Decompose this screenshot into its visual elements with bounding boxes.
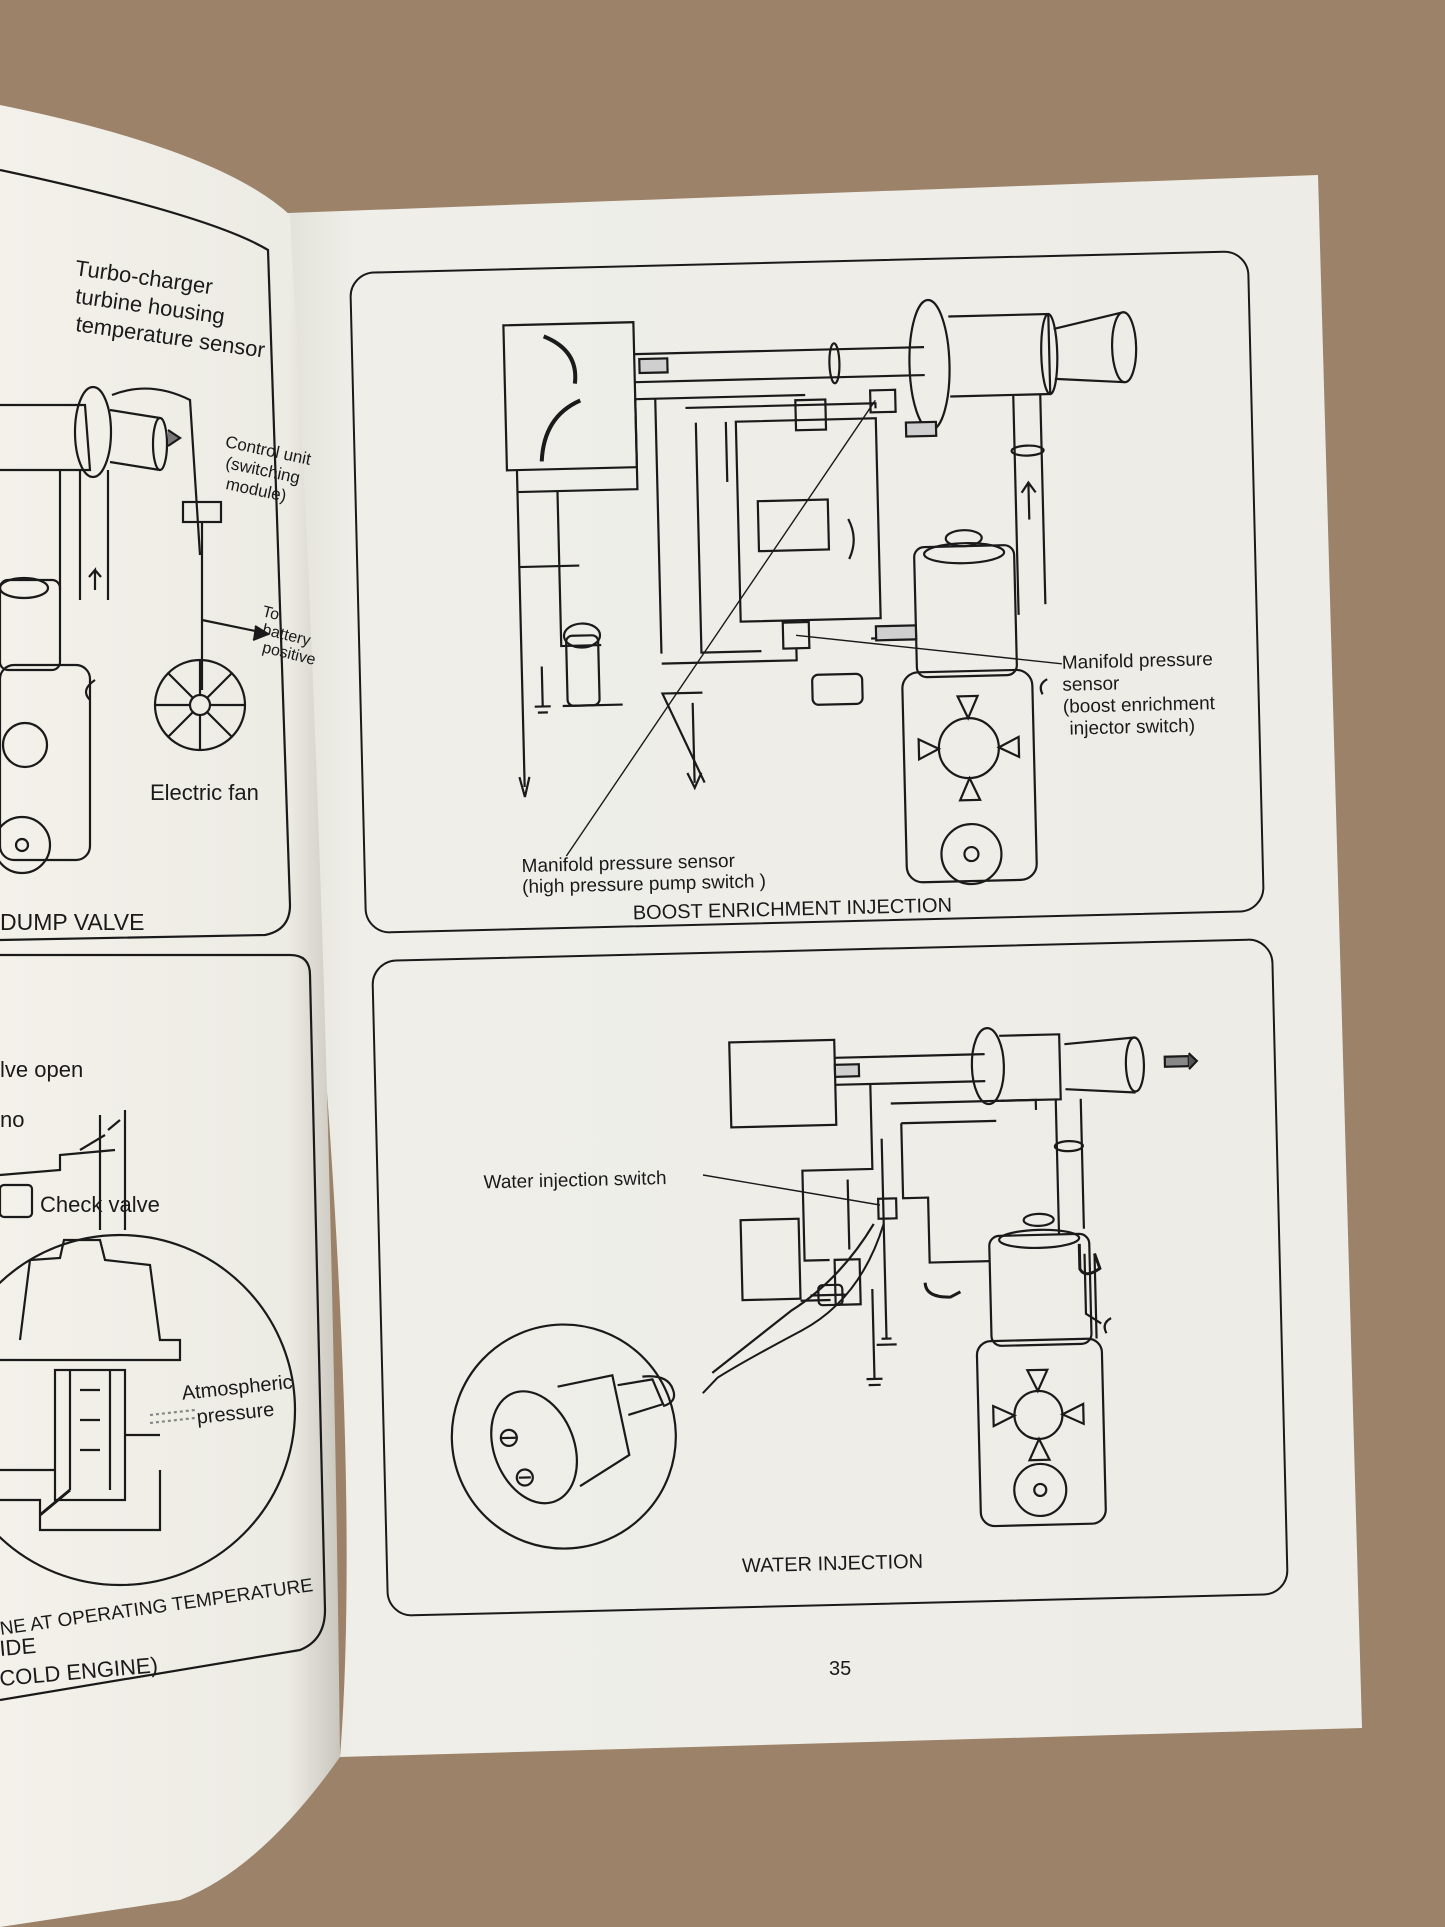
magnifier-circle <box>0 1233 297 1587</box>
water-engine-filter-icon <box>988 1232 1093 1347</box>
water-air-box-icon <box>728 1038 838 1129</box>
water-turbo-icon <box>970 1026 1006 1106</box>
electric-fan-label: Electric fan <box>150 780 259 805</box>
water-engine-block-icon <box>975 1337 1107 1528</box>
left-bottom-panel <box>0 953 327 1702</box>
boost-panel-frame <box>349 250 1265 934</box>
water-switch-leader <box>702 1174 881 1206</box>
check-valve-icon <box>0 1183 34 1219</box>
left-page <box>0 105 340 1927</box>
water-diagram <box>450 1026 1199 1550</box>
check-valve-label: Check valve <box>40 1192 160 1217</box>
water-panel-frame <box>371 938 1289 1617</box>
air-box-icon <box>502 321 639 472</box>
water-switch-label: Water injection switch <box>483 1168 666 1193</box>
water-caption: WATER INJECTION <box>742 1551 924 1577</box>
boost-sensor-label-3: (boost enrichment <box>1063 693 1216 718</box>
boost-sensor-label-4: injector switch) <box>1069 716 1195 740</box>
battery-label-1: To <box>261 603 282 624</box>
water-switch-icon <box>876 1197 898 1220</box>
right-page <box>288 175 1362 1757</box>
valve-open-label: lve open <box>0 1057 83 1082</box>
no-label: no <box>0 1107 24 1132</box>
water-switch-magnifier <box>450 1323 677 1550</box>
water-labels: Water injection switch WATER INJECTION <box>483 1168 924 1577</box>
page-number: 35 <box>829 1658 851 1680</box>
left-top-panel <box>0 168 292 942</box>
boost-diagram <box>502 298 1138 886</box>
water-tank-icon <box>739 1217 802 1302</box>
boost-labels: Manifold pressure sensor (boost enrichme… <box>521 649 1216 924</box>
boost-sensor-label-2: sensor <box>1062 673 1120 695</box>
pump-sensor-label-1: Manifold pressure sensor <box>521 851 735 877</box>
engine-block-icon <box>901 668 1038 884</box>
dump-valve-caption: DUMP VALVE <box>0 909 144 935</box>
boost-sensor-label-1: Manifold pressure <box>1062 649 1213 674</box>
water-switch-detail-icon <box>490 1374 676 1505</box>
pump-switch-sensor <box>868 388 897 414</box>
injector-unit-icon <box>734 417 882 623</box>
water-pump-icon <box>817 1283 844 1307</box>
cold-caption-line2: IDE <box>0 1633 37 1661</box>
